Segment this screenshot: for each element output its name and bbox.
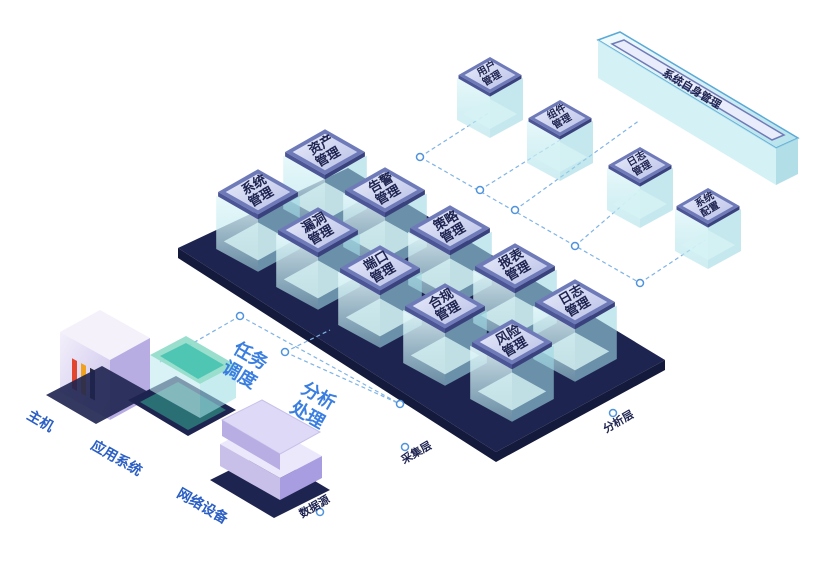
module-7: 报表管理 [475, 243, 555, 294]
module-2: 系统管理 [218, 169, 298, 220]
module-9: 日志管理 [535, 279, 615, 330]
top-module-3: 日志管理 [608, 147, 672, 187]
system-self-management-bar: 系统自身管理 [596, 31, 800, 185]
network-device [210, 399, 330, 518]
analysis-layer-label: 分析层 [601, 407, 637, 436]
module-9-glass [533, 305, 617, 382]
top-module-1-glass [457, 78, 523, 138]
top-module-1: 用户管理 [458, 57, 522, 97]
module-3: 告警管理 [345, 167, 425, 218]
module-5: 策略管理 [410, 205, 490, 256]
module-glass-layer [216, 155, 617, 422]
module-4: 漏洞管理 [278, 207, 358, 258]
module-10-glass [470, 345, 554, 422]
host-label: 主机 [24, 407, 57, 436]
top-module-4: 系统配置 [676, 188, 740, 228]
top-module-2-glass [527, 121, 593, 181]
top-module-3-glass [607, 168, 673, 228]
task-schedule-label: 任务 调度 [218, 337, 277, 397]
app-system-device [128, 336, 236, 436]
top-module-4-glass [675, 209, 741, 269]
collect-layer-label: 采集层 [398, 438, 434, 467]
module-8: 合规管理 [405, 283, 485, 334]
app-system-label: 应用系统 [88, 437, 145, 480]
module-6: 端口管理 [340, 245, 420, 296]
network-device-label: 网络设备 [174, 485, 232, 528]
top-module-2: 组件管理 [528, 100, 592, 140]
connector-dots [235, 152, 645, 517]
host-base [46, 366, 152, 424]
module-1: 资产管理 [285, 129, 365, 180]
